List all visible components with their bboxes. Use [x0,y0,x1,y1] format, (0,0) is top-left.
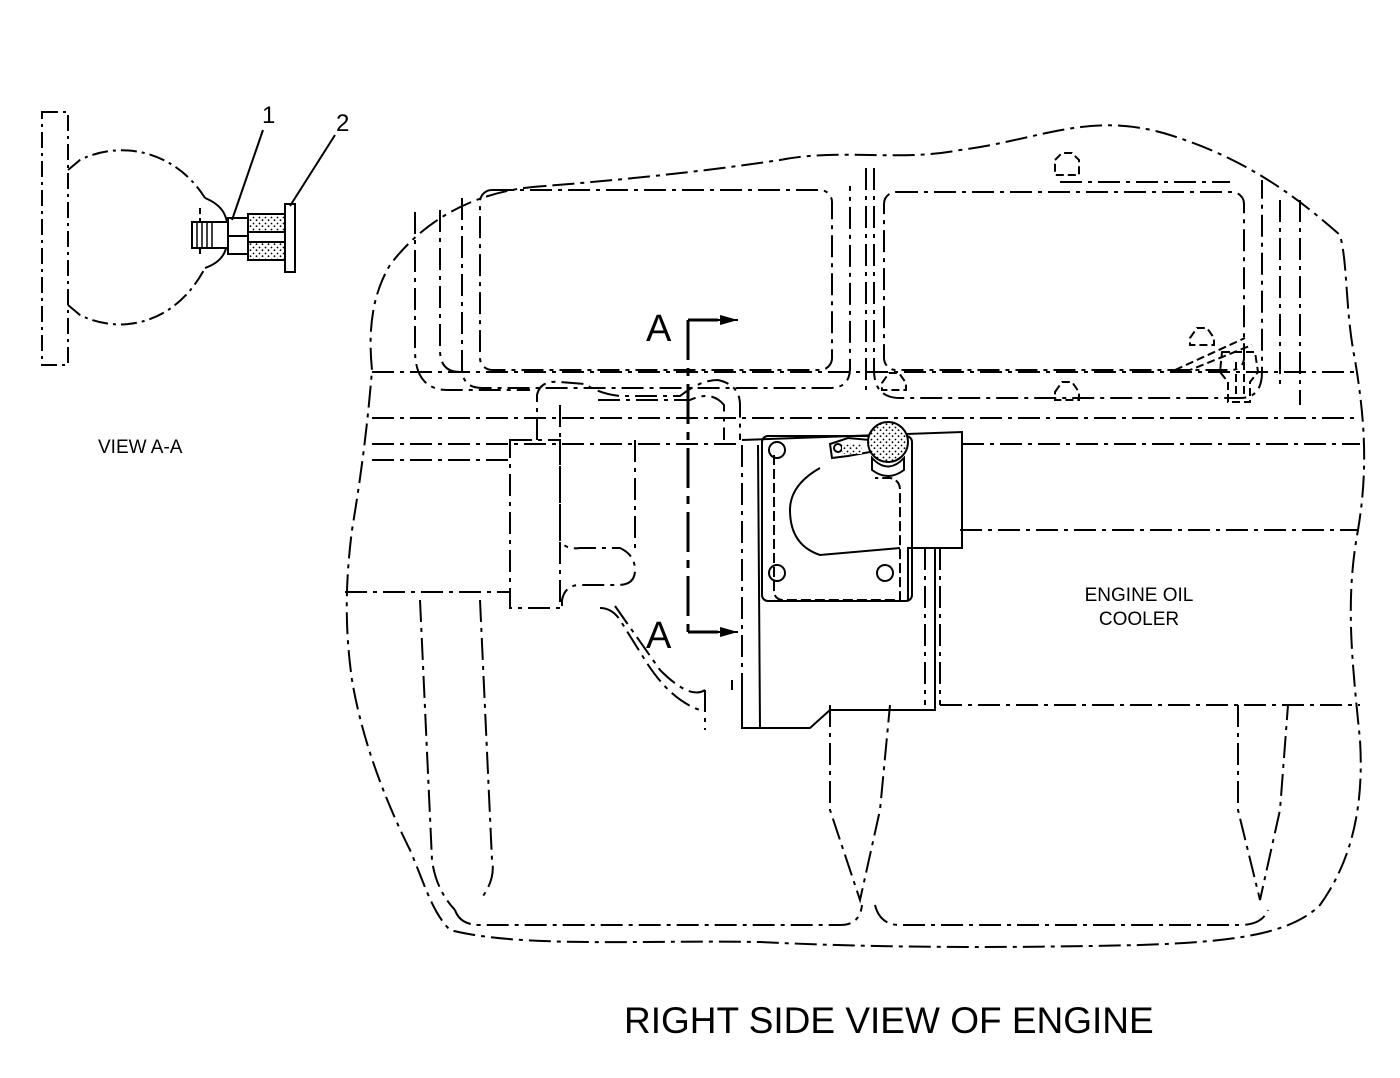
flange-plate [41,111,69,366]
pipe-elbow [509,378,743,730]
engine-internal-lines [345,168,1360,926]
fitting-item-1 [191,217,249,255]
component-item-2 [247,203,296,273]
callout-2: 2 [336,110,350,137]
leader-line-2 [289,134,336,207]
hex-bolts [881,152,1253,401]
view-a-a-detail [41,111,336,366]
oil-cooler-housing [741,421,963,729]
engine-oil-cooler-label: ENGINE OIL COOLER [1070,584,1208,632]
section-line-a-a [686,315,738,637]
plug-fitting [1218,351,1260,403]
part-label-line2: COOLER [1098,608,1180,630]
part-label-line1: ENGINE OIL [1084,585,1194,606]
engine-outline [345,124,1366,948]
view-a-a-label: VIEW A-A [98,437,183,458]
section-marker-top: A [646,308,672,350]
callout-1: 1 [262,102,276,129]
leader-line-1 [231,129,264,221]
dome-body [67,149,206,199]
section-marker-bottom: A [646,615,672,657]
diagram-title: RIGHT SIDE VIEW OF ENGINE [624,1000,1154,1041]
